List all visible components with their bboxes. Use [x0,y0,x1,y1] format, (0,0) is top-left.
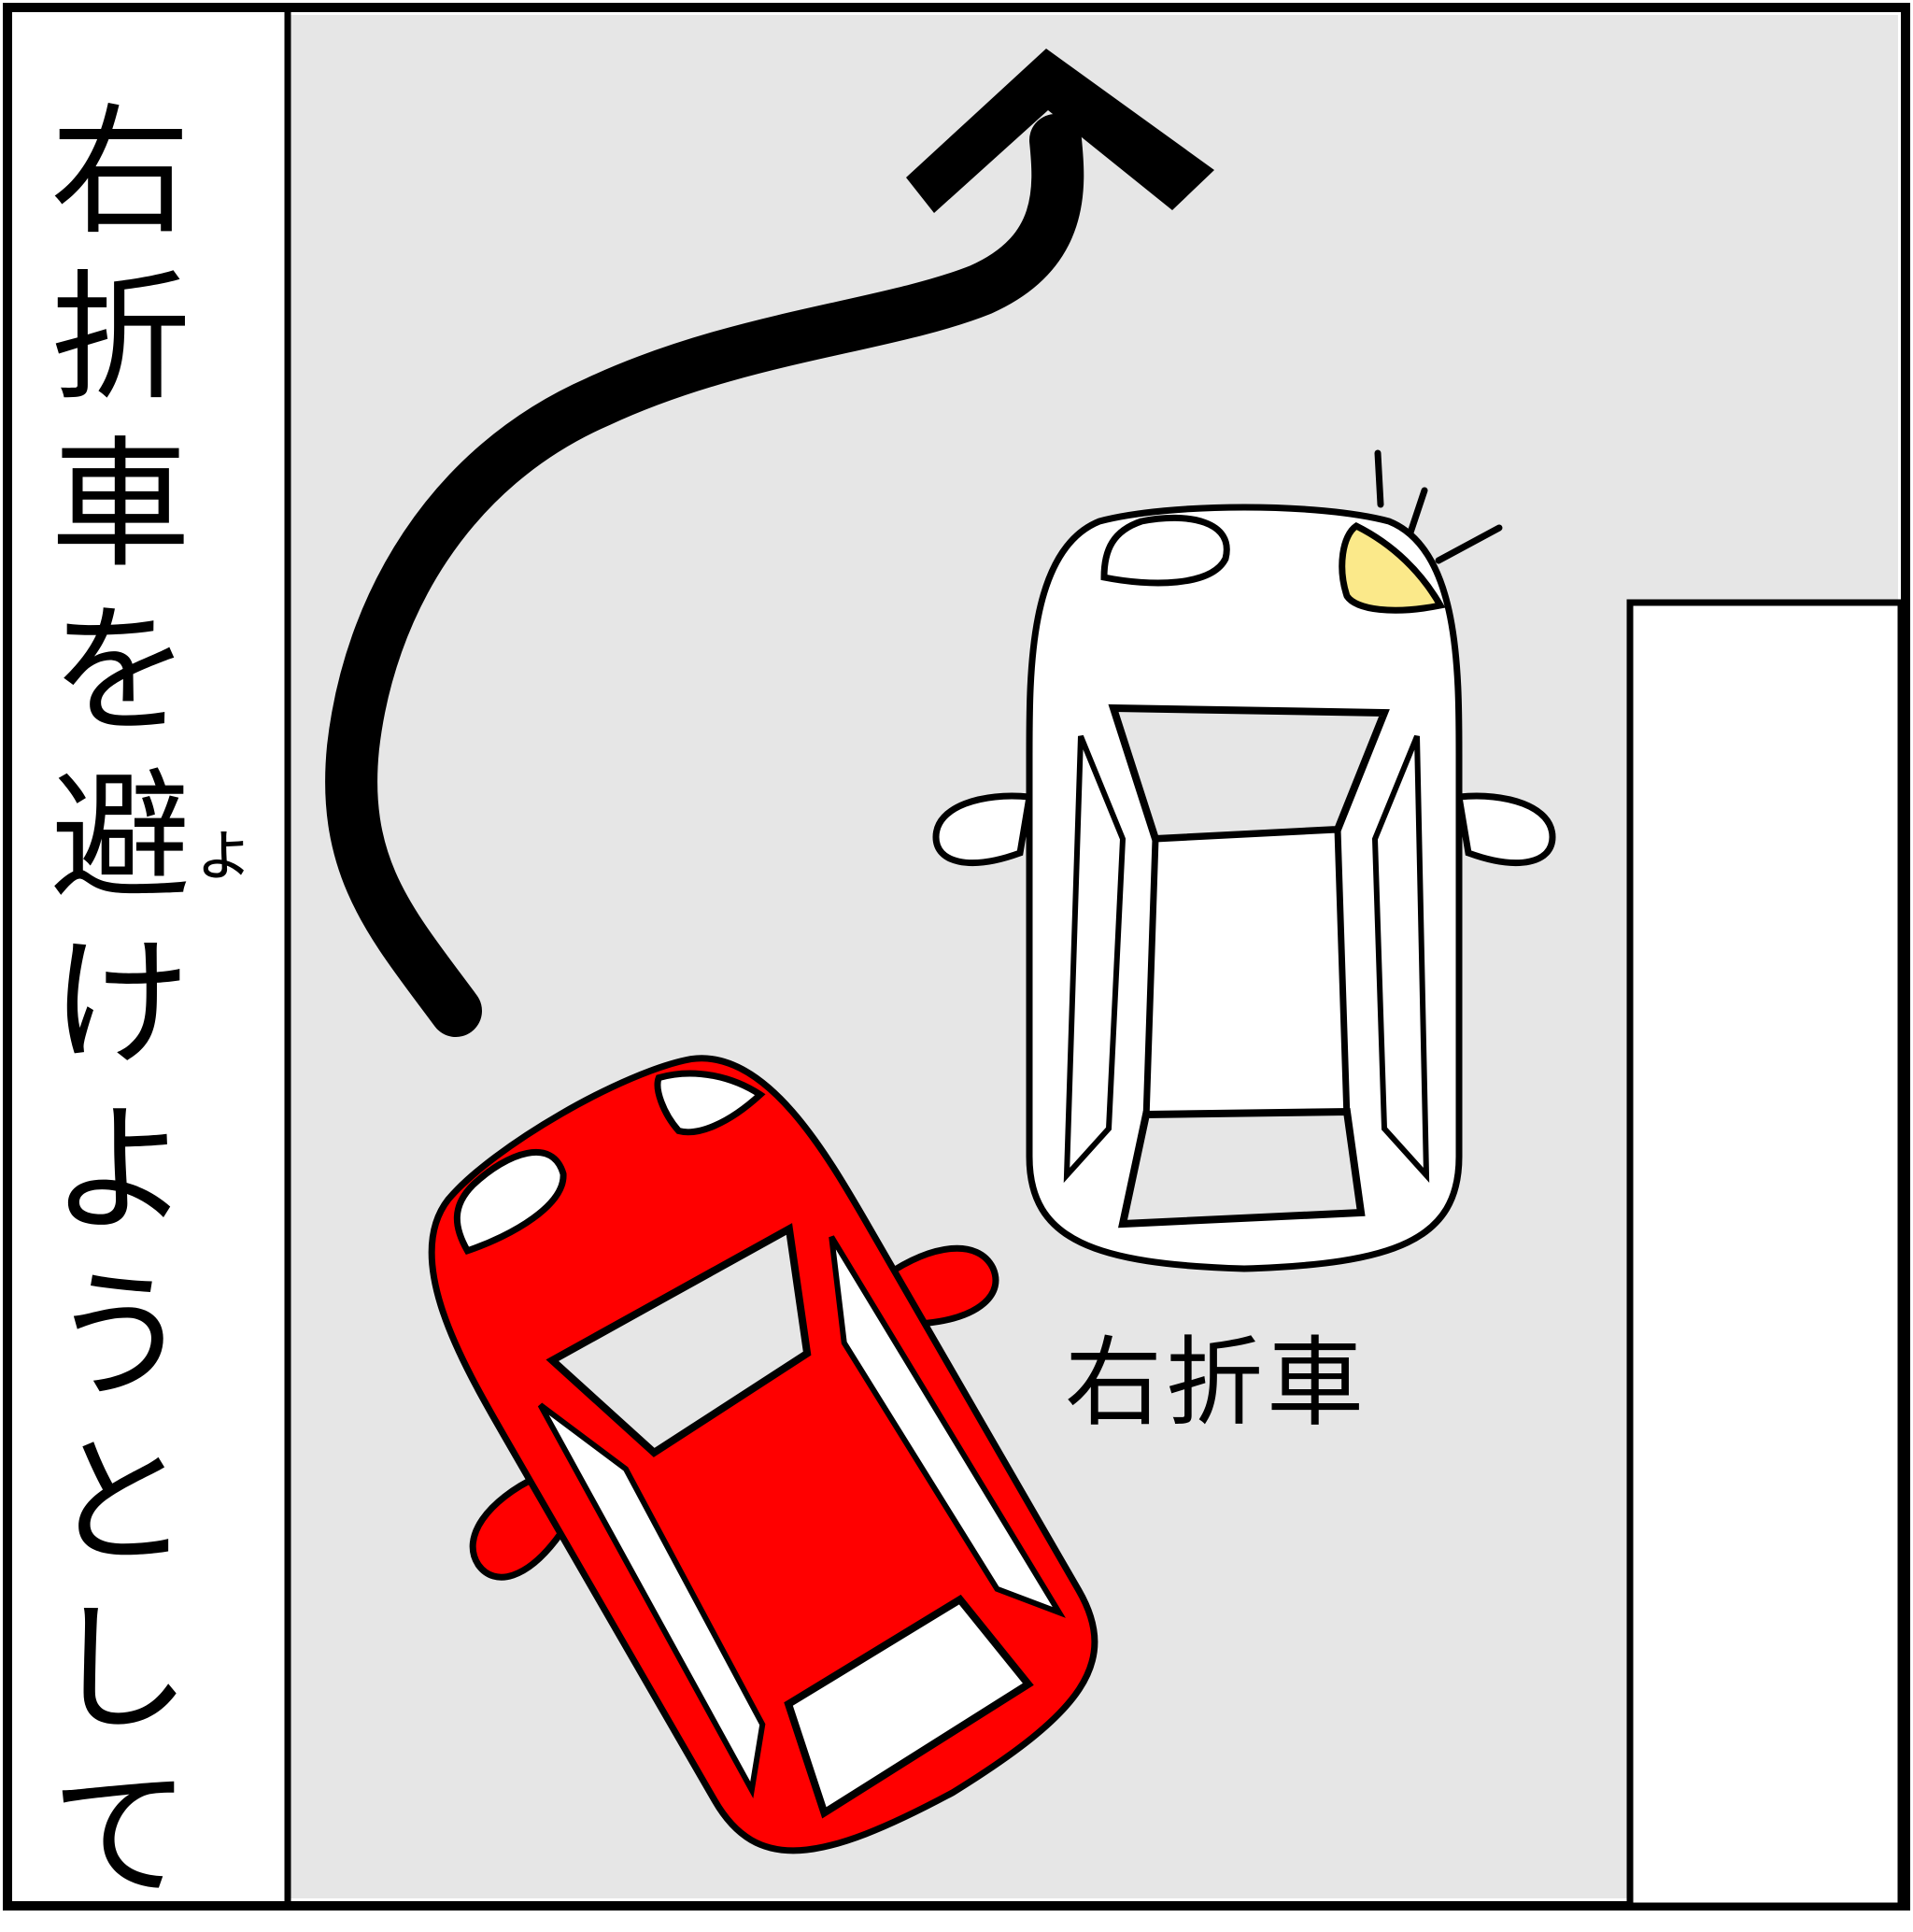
curved-arrow-icon [325,49,1214,1037]
blinker-rays-icon [1374,449,1503,564]
narration-char: 折 [50,258,191,420]
narration-small-char: ょ [190,811,258,889]
right-turn-car-label: 右折車 [1065,1326,1368,1440]
narration-char: 避 [50,757,191,919]
narration-char: と [50,1422,191,1584]
narration-char: う [50,1256,191,1418]
building [1626,599,1905,1910]
narration-char: て [50,1754,191,1917]
white-car [932,504,1556,1272]
narration-char: よ [50,1089,191,1252]
narration-char: し [50,1588,191,1751]
narration-char: け [50,923,191,1086]
narration-char: 右 [50,92,191,254]
narration-char-with-small: 避 ょ [41,768,258,934]
narration-text: 右 折 車 を 避 ょ け よ う と し て [41,92,258,1932]
narration-char: を [50,590,191,753]
narration-char: 車 [50,424,191,587]
red-car [428,1055,1098,1854]
